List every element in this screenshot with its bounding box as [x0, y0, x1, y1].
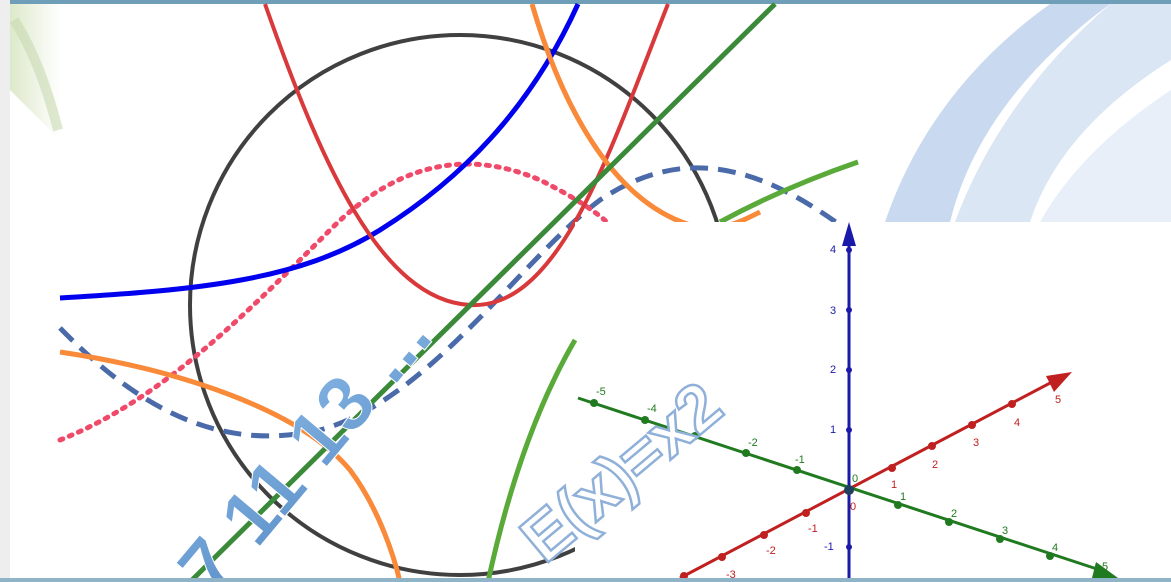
z-tick-label: -1 — [824, 541, 834, 553]
y-tick-label: 5 — [1102, 561, 1108, 573]
y-tick-label: -5 — [596, 386, 606, 398]
z-tick-label: 2 — [830, 364, 836, 376]
z-tick-label: 3 — [830, 305, 836, 317]
z-tick-label: 4 — [830, 244, 836, 256]
x-tick-label: -1 — [808, 523, 818, 535]
green-curve-lower — [485, 338, 578, 582]
green-line — [188, 2, 777, 582]
z-tick-label: 1 — [830, 424, 836, 436]
y-tick-label: -4 — [647, 403, 657, 415]
x-axis-arrow-icon — [1046, 372, 1072, 392]
y-tick-label: -1 — [795, 454, 805, 466]
top-frame-border — [0, 0, 1171, 4]
y-tick-label: 4 — [1052, 542, 1058, 554]
x-tick-label: 4 — [1014, 417, 1020, 429]
x-tick-label: 1 — [891, 479, 897, 491]
y-tick-label: 1 — [900, 491, 906, 503]
left-leaf-decoration — [9, 4, 63, 140]
y-tick-label: 2 — [951, 508, 957, 520]
right-arc-decoration — [885, 4, 1171, 222]
y-tick-label: -3 — [697, 420, 707, 432]
x-tick-label: 0 — [850, 501, 856, 513]
z-axis-arrow-icon — [842, 222, 856, 246]
y-tick-label: -2 — [748, 437, 758, 449]
x-tick-label: 3 — [973, 437, 979, 449]
left-frame-border — [0, 0, 10, 582]
sequence-numbers-text: 7 11 13 ... — [161, 292, 449, 582]
x-tick-label: -3 — [726, 569, 736, 581]
orange-curve-top — [529, 3, 762, 231]
x-tick-label: -2 — [766, 545, 776, 557]
green-curve-right — [718, 159, 859, 225]
bottom-frame-border — [0, 578, 1171, 582]
3d-axes: 4 3 2 1 -1 5 4 3 2 1 0 -1 -2 -3 -5 -4 -3… — [577, 222, 1118, 582]
y-tick-label: 0 — [852, 473, 858, 485]
blue-curve — [59, 2, 581, 301]
y-axis-arrow-icon — [1092, 562, 1118, 578]
dashed-sine-curve — [58, 165, 862, 439]
x-tick-label: 5 — [1055, 394, 1061, 406]
x-tick-label: 2 — [932, 459, 938, 471]
y-tick-label: 3 — [1002, 525, 1008, 537]
